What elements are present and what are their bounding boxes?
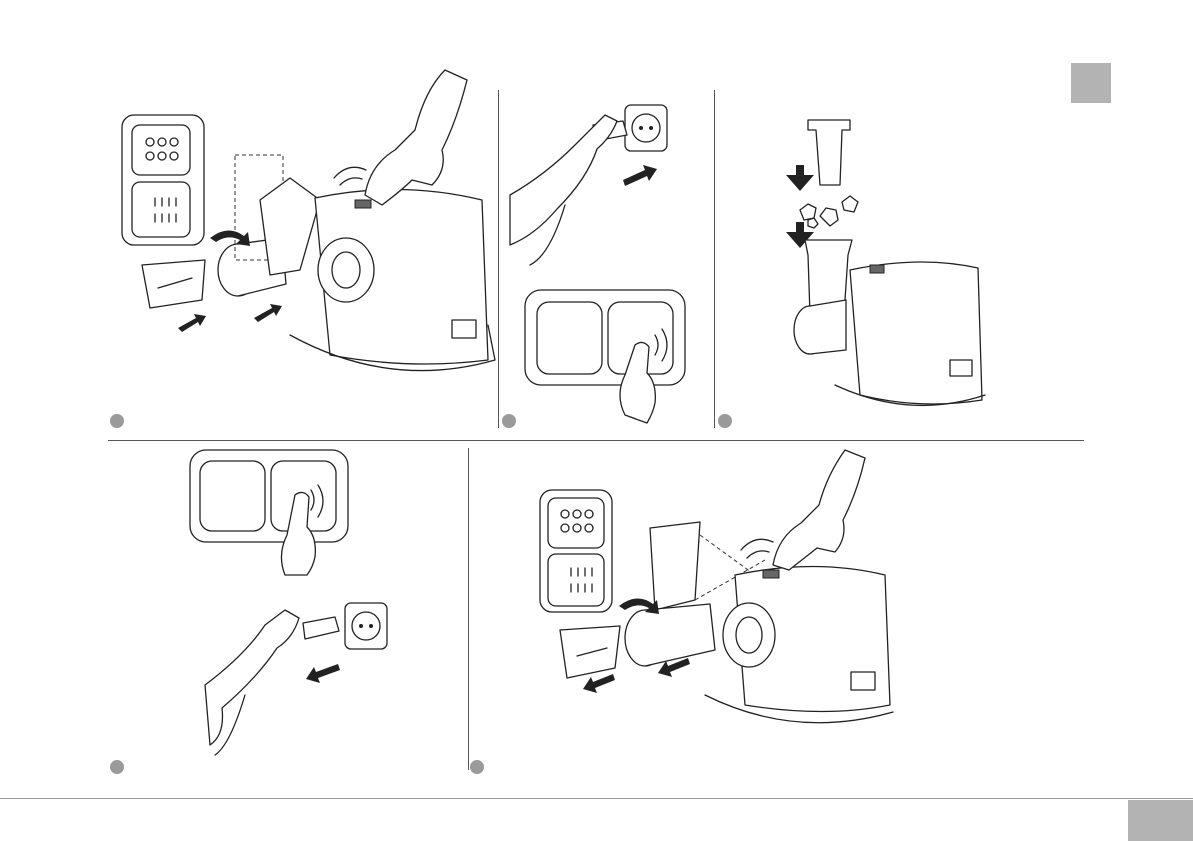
step-marker: [110, 760, 124, 774]
meat-grinder-attach-shredder-icon: [110, 70, 500, 400]
divider: [714, 90, 715, 428]
page-number-box: [1128, 800, 1193, 841]
step-marker: [470, 760, 484, 774]
feed-tube-pusher-icon: [780, 110, 990, 420]
step-marker: [110, 414, 124, 428]
footer-rule: [0, 798, 1193, 799]
divider: [468, 448, 469, 770]
divider: [108, 440, 1084, 441]
step-marker: [502, 414, 516, 428]
plug-in-outlet-icon: [505, 85, 705, 430]
unplug-outlet-icon: [185, 445, 405, 765]
step-marker: [718, 414, 732, 428]
meat-grinder-detach-shredder-icon: [535, 450, 905, 740]
section-tab: [1071, 63, 1111, 103]
